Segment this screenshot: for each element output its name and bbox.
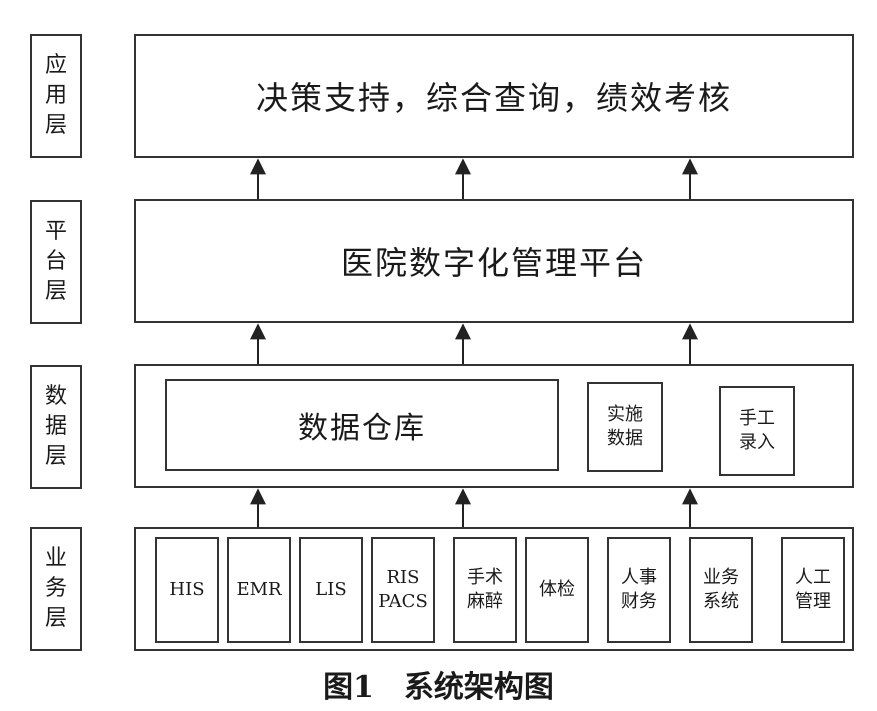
application-layer-text: 决策支持，综合查询，绩效考核 [255,79,732,117]
module-lis: LIS [299,537,363,643]
data-warehouse-text: 数据仓库 [298,411,426,446]
module-business-system: 业务系统 [689,537,753,643]
module-lis-text: LIS [315,579,347,600]
implementation-data-box: 实施数据 [587,382,663,472]
module-his-text: HIS [169,579,205,600]
module-surgery-anesthesia-text: 手术麻醉 [466,567,503,612]
layer-label-application-text: 应用层 [44,53,67,138]
module-manual-management: 人工管理 [781,537,845,643]
manual-entry-box: 手工录入 [719,386,795,476]
module-emr-text: EMR [236,579,282,600]
data-warehouse-box: 数据仓库 [165,379,559,471]
business-layer-box: HIS EMR LIS RIS PACS 手术麻醉 体检 人事财务 业务系统 人… [134,527,854,651]
layer-label-application: 应用层 [30,34,82,158]
module-manual-management-text: 人工管理 [794,567,831,612]
figure-caption: 图1 系统架构图 [323,670,554,705]
layer-label-business-text: 业务层 [44,546,67,631]
module-hr-finance-text: 人事财务 [620,567,657,612]
module-ris-pacs: RIS PACS [371,537,435,643]
layer-label-platform: 平台层 [30,200,82,324]
module-his: HIS [155,537,219,643]
module-ris-pacs-text: RIS PACS [378,567,428,612]
module-hr-finance: 人事财务 [607,537,671,643]
layer-label-business: 业务层 [30,527,82,651]
module-emr: EMR [227,537,291,643]
module-business-system-text: 业务系统 [702,567,739,612]
layer-label-data: 数据层 [30,365,82,489]
manual-entry-text: 手工录入 [738,408,775,453]
data-layer-box: 数据仓库 实施数据 手工录入 [134,364,854,488]
application-layer-box: 决策支持，综合查询，绩效考核 [134,34,854,158]
implementation-data-text: 实施数据 [606,404,643,449]
module-physical-exam-text: 体检 [539,579,575,600]
platform-layer-box: 医院数字化管理平台 [134,199,854,323]
module-physical-exam: 体检 [525,537,589,643]
layer-label-data-text: 数据层 [44,384,67,469]
platform-layer-text: 医院数字化管理平台 [340,244,647,282]
layer-label-platform-text: 平台层 [44,219,67,304]
module-surgery-anesthesia: 手术麻醉 [453,537,517,643]
